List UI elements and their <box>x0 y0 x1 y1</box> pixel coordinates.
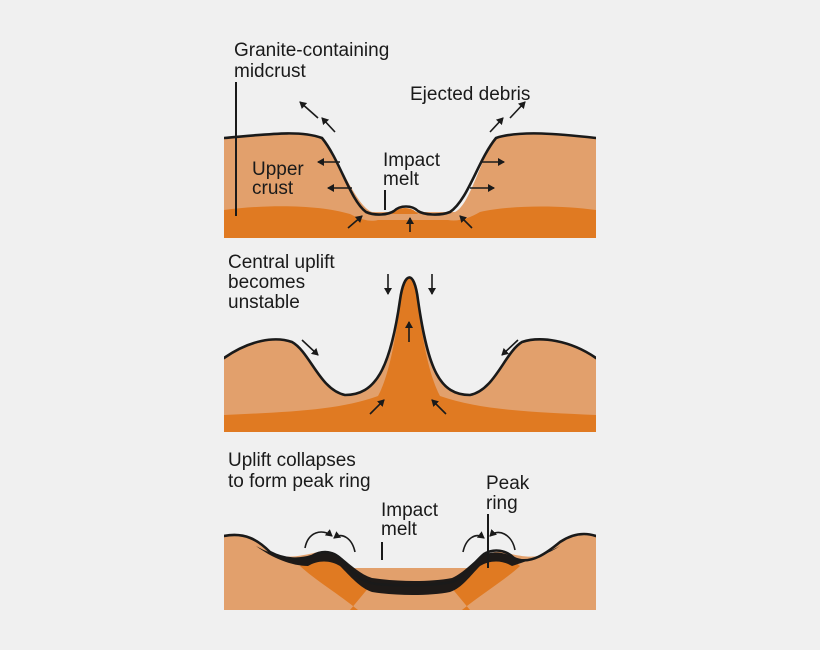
panel-3-peak-ring <box>224 532 596 610</box>
arrow-debris-right-1 <box>489 117 504 133</box>
crater-outline <box>224 132 596 216</box>
label-uplift-collapses-line1: Uplift collapses <box>228 450 356 471</box>
arrow-up-right <box>459 215 473 229</box>
arrow-curve-right-2 <box>489 528 516 551</box>
label-impact-melt-3-line1: Impact <box>381 500 439 521</box>
arrow-debris-left-1 <box>299 101 319 119</box>
panel-1-arrows <box>299 101 526 232</box>
label-peak-ring-line1: Peak <box>486 473 530 494</box>
arrow-in-left <box>301 339 319 356</box>
arrow-up-right-2 <box>431 399 447 415</box>
arrow-debris-right-2 <box>509 101 526 119</box>
label-midcrust-line2: midcrust <box>234 61 307 82</box>
upper-crust-layer-3 <box>224 534 596 610</box>
arrow-in-right <box>501 339 519 356</box>
label-central-uplift-line3: unstable <box>228 292 300 313</box>
label-midcrust-line1: Granite-containing <box>234 40 389 61</box>
arrow-up-left-2 <box>369 399 385 415</box>
arrow-curve-left-2 <box>333 531 356 553</box>
label-ejected-debris: Ejected debris <box>410 84 530 105</box>
arrow-debris-left-2 <box>321 117 336 133</box>
label-central-uplift-line1: Central uplift <box>228 252 335 273</box>
crater-outline-3 <box>224 532 596 587</box>
label-central-uplift-line2: becomes <box>228 272 305 293</box>
label-upper-crust-line2: crust <box>252 178 294 199</box>
arrow-curve-right-1 <box>462 531 485 553</box>
panel-2-central-uplift <box>224 276 596 432</box>
panel-3-arrows <box>304 528 516 553</box>
arrow-up-left <box>347 215 363 229</box>
label-peak-ring-line2: ring <box>486 493 518 514</box>
impact-melt-layer <box>256 546 560 595</box>
midcrust-layer-2 <box>224 276 596 432</box>
label-impact-melt-3-line2: melt <box>381 519 418 540</box>
label-impact-melt-line2: melt <box>383 169 420 190</box>
midcrust-layer-3 <box>300 555 520 610</box>
arrow-curve-left-1 <box>304 529 333 549</box>
crater-outline-2 <box>224 276 596 397</box>
impact-melt-bump <box>392 208 418 214</box>
panel-2-arrows <box>301 274 519 415</box>
label-uplift-collapses-line2: to form peak ring <box>228 471 371 492</box>
label-impact-melt-line1: Impact <box>383 150 441 171</box>
label-upper-crust-line1: Upper <box>252 159 304 180</box>
